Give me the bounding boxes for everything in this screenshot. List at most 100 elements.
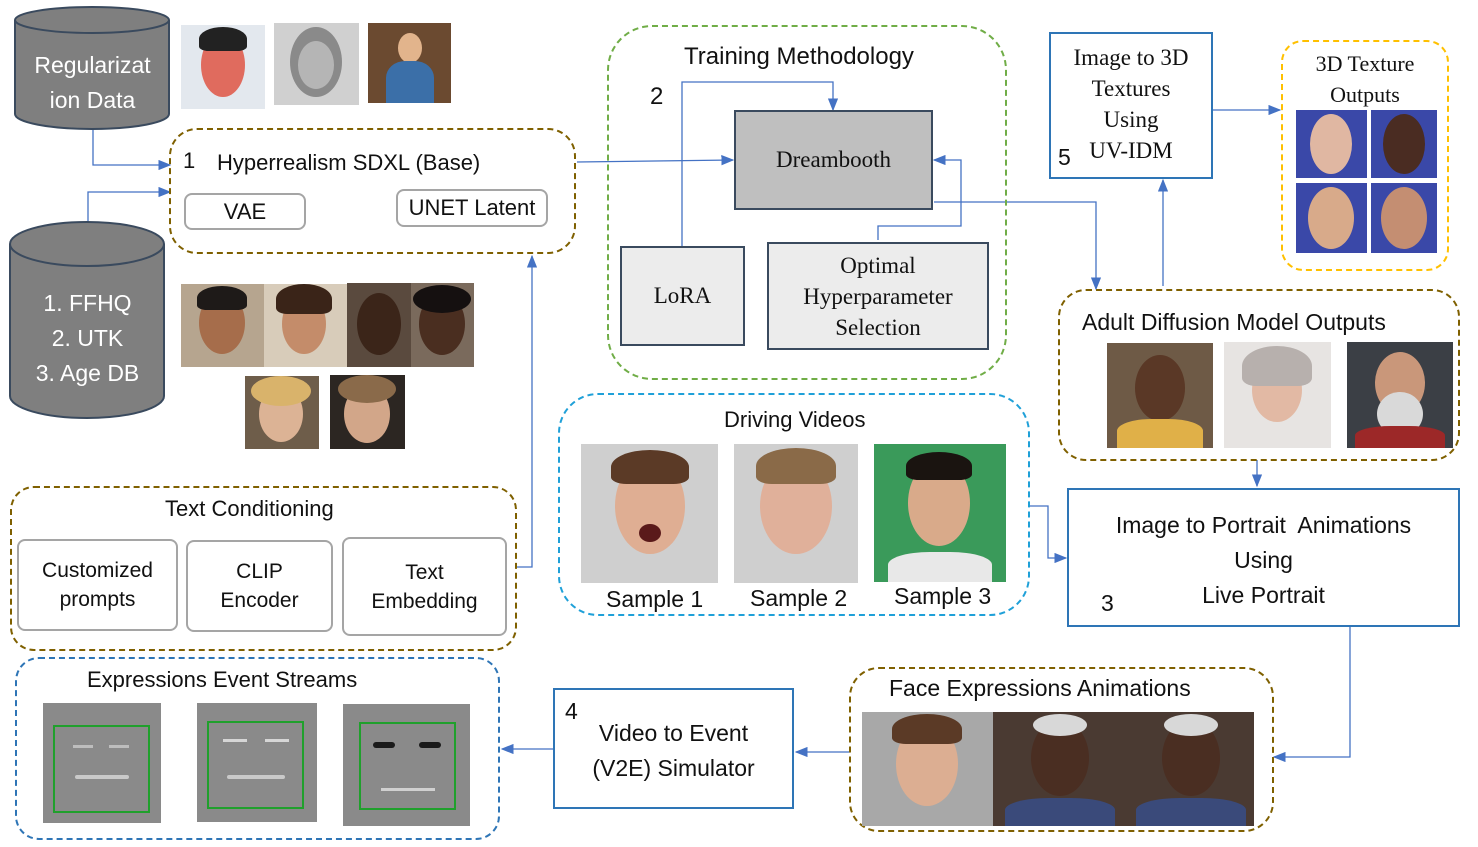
prompts-line1: Customized (42, 559, 153, 582)
texture-face-1 (1296, 110, 1367, 178)
tex-line2: Outputs (1330, 82, 1400, 107)
prompts-line2: prompts (59, 588, 136, 611)
training-title: Training Methodology (684, 43, 914, 70)
step-number: 4 (565, 698, 578, 724)
v2e-line2: (V2E) Simulator (592, 755, 755, 781)
database-icon (14, 6, 170, 130)
driving-sample-2-image (734, 444, 858, 583)
arrow-driving-to-portrait (1030, 505, 1068, 564)
text-conditioning-group: Text Conditioning (10, 486, 517, 651)
step-number: 2 (650, 83, 664, 110)
lora-box: LoRA (620, 246, 745, 346)
arrow-portrait-to-anim (1272, 627, 1351, 763)
datasets-cylinder: 1. FFHQ 2. UTK 3. Age DB (9, 220, 166, 420)
embedding-line1: Text (405, 560, 444, 584)
text-conditioning-title: Text Conditioning (165, 496, 334, 521)
arrow-lora-to-dreambooth (681, 81, 839, 246)
adult-output-2 (1224, 342, 1331, 448)
dataset-face-4 (411, 283, 474, 367)
hyper-line1: Optimal (840, 252, 916, 278)
step-number: 1 (183, 148, 196, 173)
driving-sample-3-image (874, 444, 1006, 582)
sample-2-label: Sample 2 (750, 585, 848, 611)
hyper-line3: Selection (835, 314, 921, 340)
arrow-ffhq-to-base (87, 186, 172, 222)
arrow-dreambooth-to-adult (934, 201, 1102, 291)
dataset-agedb: 3. Age DB (35, 360, 140, 386)
sample-3-label: Sample 3 (894, 583, 992, 609)
db1-line2: ion Data (49, 87, 136, 113)
dataset-face-6 (330, 375, 405, 449)
portrait-line3: Live Portrait (1202, 582, 1325, 608)
text-embedding-box: Text Embedding (342, 537, 507, 636)
arrow-text-to-base (517, 254, 538, 568)
step-number: 5 (1058, 144, 1071, 170)
img3d-line3: Using (1103, 107, 1159, 132)
animation-frame-3 (1126, 712, 1254, 826)
v2e-simulator-box: Video to Event (V2E) Simulator 4 (553, 688, 794, 809)
unet-latent-box: UNET Latent (396, 189, 548, 227)
animation-frame-2 (993, 712, 1126, 826)
adult-outputs-group: Adult Diffusion Model Outputs (1058, 289, 1460, 461)
face-animations-title: Face Expressions Animations (889, 675, 1191, 701)
sample-1-label: Sample 1 (606, 586, 704, 612)
event-streams-title: Expressions Event Streams (87, 667, 358, 692)
reg-image-2 (274, 23, 359, 105)
img3d-line1: Image to 3D (1073, 45, 1189, 70)
clip-line2: Encoder (220, 589, 299, 612)
v2e-line1: Video to Event (598, 720, 749, 746)
event-frame-1 (43, 703, 161, 823)
texture-face-2 (1371, 110, 1437, 178)
texture-face-4 (1371, 183, 1437, 253)
base-model-group: 1 Hyperrealism SDXL (Base) VAE UNET Late… (169, 128, 576, 254)
dataset-ffhq: 1. FFHQ (43, 290, 132, 316)
image-to-3d-box: Image to 3D Textures Using UV-IDM 5 (1049, 32, 1213, 179)
face-animations-group: Face Expressions Animations (849, 667, 1274, 832)
arrow-hyper-to-dreambooth (877, 154, 962, 240)
dataset-face-5 (245, 376, 319, 449)
dreambooth-label: Dreambooth (776, 147, 891, 172)
animation-frame-1 (862, 712, 993, 826)
tex-line1: 3D Texture (1315, 51, 1415, 76)
dreambooth-box: Dreambooth (734, 110, 933, 210)
lora-label: LoRA (653, 283, 712, 308)
driving-title: Driving Videos (724, 407, 866, 432)
database-icon (9, 221, 165, 419)
driving-videos-group: Driving Videos (558, 393, 1030, 616)
reg-image-3 (368, 23, 451, 103)
step-number: 3 (1101, 590, 1114, 616)
adult-output-1 (1107, 343, 1213, 448)
hyper-line2: Hyperparameter (803, 283, 953, 309)
adult-output-3 (1347, 342, 1453, 448)
img3d-line2: Textures (1091, 76, 1171, 101)
db1-line1: Regularizat (34, 52, 151, 78)
regularization-data-cylinder: Regularizat ion Data (14, 6, 171, 130)
adult-title: Adult Diffusion Model Outputs (1082, 309, 1386, 335)
dataset-utk: 2. UTK (51, 325, 124, 351)
driving-sample-1-image (581, 444, 718, 583)
portrait-line1: Image to Portrait Animations (1115, 512, 1412, 538)
texture-face-3 (1296, 183, 1367, 253)
portrait-line2: Using (1234, 547, 1293, 573)
event-frame-3 (343, 704, 470, 826)
base-model-title: Hyperrealism SDXL (Base) (217, 150, 481, 175)
training-methodology-group: Training Methodology 2 (607, 25, 1007, 380)
clip-encoder-box: CLIP Encoder (186, 540, 333, 632)
vae-label: VAE (223, 198, 267, 224)
event-frame-2 (197, 703, 317, 822)
vae-box: VAE (184, 193, 306, 230)
event-streams-group: Expressions Event Streams (15, 657, 500, 840)
live-portrait-box: Image to Portrait Animations Using Live … (1067, 488, 1460, 627)
arrow-base-to-dreambooth (576, 154, 735, 166)
img3d-line4: UV-IDM (1089, 138, 1173, 163)
clip-line1: CLIP (236, 560, 283, 583)
texture-outputs-group: 3D Texture Outputs (1281, 40, 1449, 271)
dataset-face-1 (181, 284, 264, 367)
dataset-face-3 (347, 283, 411, 367)
customized-prompts-box: Customized prompts (17, 539, 178, 631)
embedding-line2: Embedding (371, 589, 478, 613)
hyperparameter-box: Optimal Hyperparameter Selection (767, 242, 989, 350)
arrow-reg-to-base (92, 128, 172, 171)
dataset-face-2 (264, 284, 347, 367)
